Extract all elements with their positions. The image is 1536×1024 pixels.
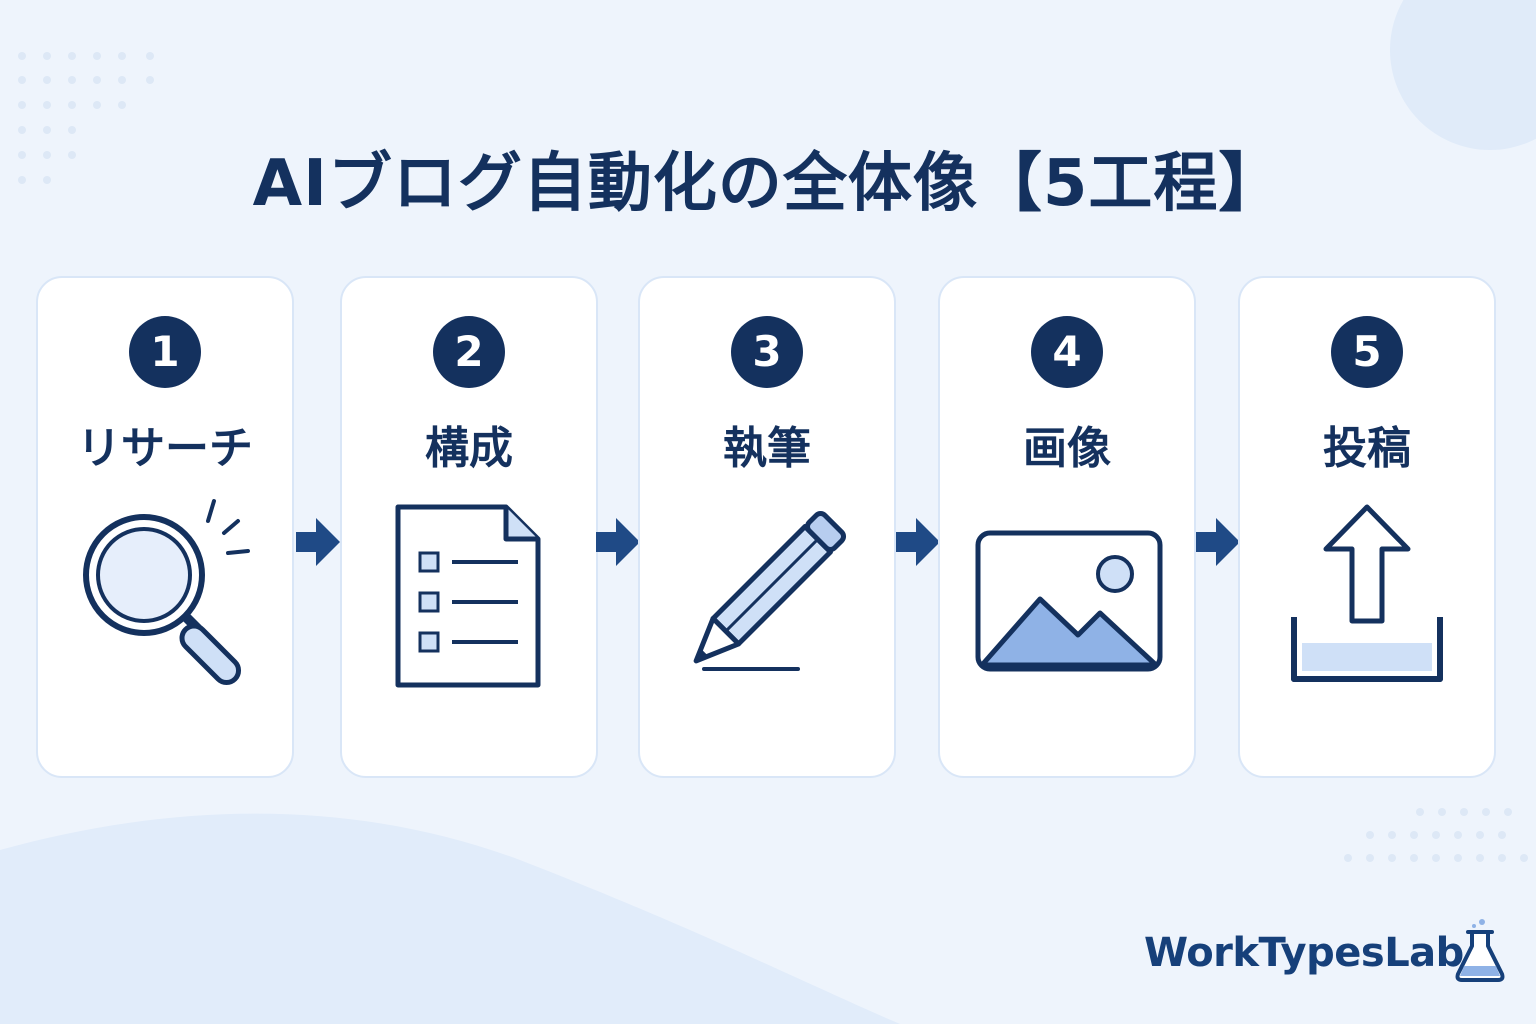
flask-icon: [1455, 919, 1505, 982]
arrow-right-icon: [1196, 518, 1240, 566]
page-title: AIブログ自動化の全体像【5工程】: [252, 147, 1284, 221]
document-checklist-icon: [395, 504, 541, 688]
dot-pattern-top-left: [18, 52, 154, 184]
step-number-badge: 1: [129, 316, 201, 388]
magnifier-icon: [83, 499, 250, 685]
pencil-icon: [693, 510, 847, 671]
step-card-research: 1 リサーチ: [36, 276, 294, 778]
step-number-badge: 4: [1031, 316, 1103, 388]
step-number-badge: 2: [433, 316, 505, 388]
brand-logo-text: WorkTypesLab: [1144, 930, 1464, 976]
step-card-image: 4 画像: [938, 276, 1196, 778]
step-number-badge: 3: [731, 316, 803, 388]
arrow-right-icon: [296, 518, 340, 566]
bottom-wave: [0, 813, 900, 1024]
step-label: 画像: [1023, 423, 1111, 474]
step-label: リサーチ: [77, 423, 253, 474]
step-card-outline: 2 構成: [340, 276, 598, 778]
step-number-badge: 5: [1331, 316, 1403, 388]
step-label: 構成: [425, 423, 513, 474]
step-label: 執筆: [723, 423, 811, 474]
arrow-right-icon: [596, 518, 640, 566]
step-card-writing: 3 執筆: [638, 276, 896, 778]
arrow-right-icon: [896, 518, 940, 566]
dot-pattern-bottom-right: [1344, 808, 1528, 862]
step-label: 投稿: [1323, 423, 1411, 474]
image-icon: [975, 530, 1163, 672]
step-card-publish: 5 投稿: [1238, 276, 1496, 778]
upload-icon: [1291, 504, 1443, 682]
corner-circle: [1390, 0, 1536, 150]
